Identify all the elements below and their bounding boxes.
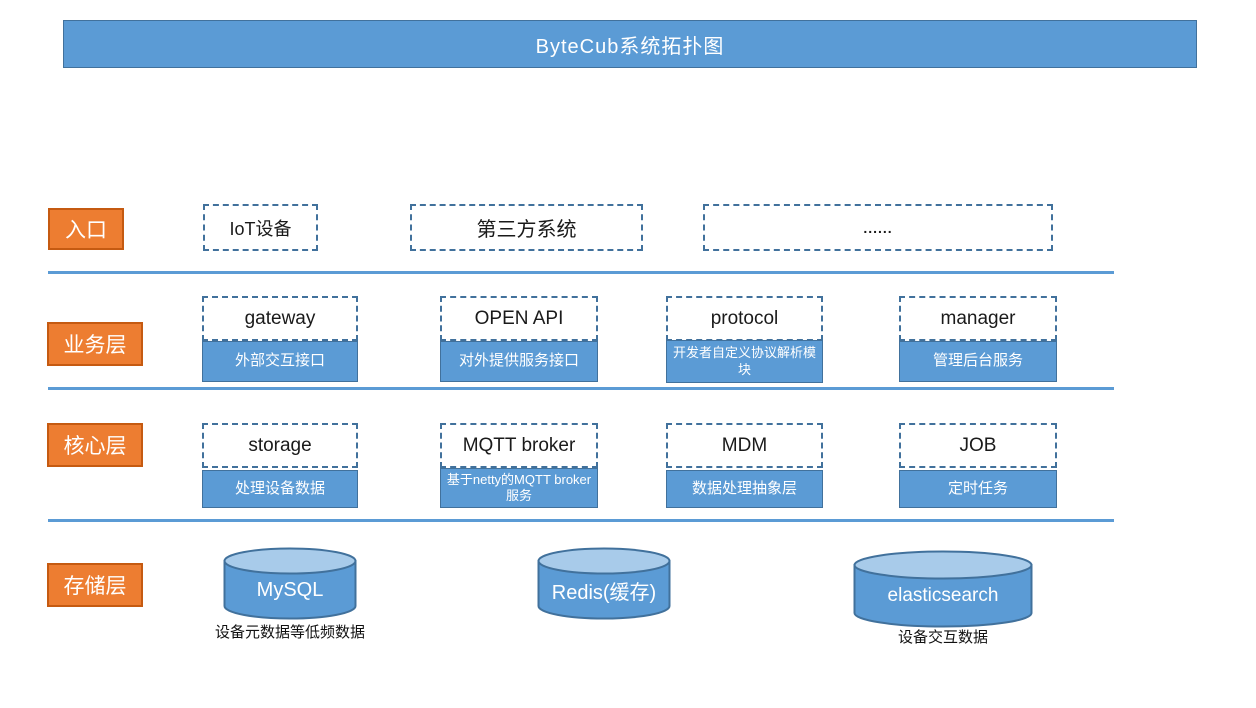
module-manager-desc: 管理后台服务 (899, 341, 1057, 382)
module-job-name: JOB (899, 423, 1057, 468)
module-mqtt-broker-name: MQTT broker (440, 423, 598, 468)
module-storage-name: storage (202, 423, 358, 468)
module-protocol-name: protocol (666, 296, 823, 341)
module-storage-desc: 处理设备数据 (202, 470, 358, 508)
separator-line-2 (48, 387, 1114, 390)
database-elasticsearch-caption: 设备交互数据 (897, 629, 988, 646)
module-gateway-desc: 外部交互接口 (202, 341, 358, 382)
database-cylinder-icon (537, 547, 671, 620)
module-mqtt-broker-desc: 基于netty的MQTT broker服务 (440, 468, 598, 508)
database-redis-label: Redis(缓存) (551, 582, 657, 604)
database-redis: Redis(缓存) (537, 547, 671, 620)
entry-box-more: ...... (703, 204, 1053, 251)
module-job-desc: 定时任务 (899, 470, 1057, 508)
module-manager-name: manager (899, 296, 1057, 341)
layer-tag-entry: 入口 (48, 208, 124, 250)
entry-box-third-party-system: 第三方系统 (410, 204, 643, 251)
database-cylinder-icon (853, 550, 1033, 628)
entry-box-iot-device: IoT设备 (203, 204, 318, 251)
database-mysql: MySQL (223, 547, 357, 620)
layer-tag-business: 业务层 (47, 322, 143, 366)
module-mdm-desc: 数据处理抽象层 (666, 470, 823, 508)
diagram-title: ByteCub系统拓扑图 (63, 20, 1197, 68)
database-cylinder-icon (223, 547, 357, 620)
module-protocol-desc: 开发者自定义协议解析模块 (666, 340, 823, 383)
separator-line-3 (48, 519, 1114, 522)
database-mysql-caption: 设备元数据等低频数据 (214, 624, 365, 641)
layer-tag-storage: 存储层 (47, 563, 143, 607)
module-open-api-name: OPEN API (440, 296, 598, 341)
module-gateway-name: gateway (202, 296, 358, 341)
database-elasticsearch: elasticsearch (853, 550, 1033, 628)
module-open-api-desc: 对外提供服务接口 (440, 341, 598, 382)
database-mysql-label: MySQL (256, 579, 324, 601)
module-mdm-name: MDM (666, 423, 823, 468)
separator-line-1 (48, 271, 1114, 274)
database-elasticsearch-label: elasticsearch (887, 585, 999, 606)
layer-tag-core: 核心层 (47, 423, 143, 467)
